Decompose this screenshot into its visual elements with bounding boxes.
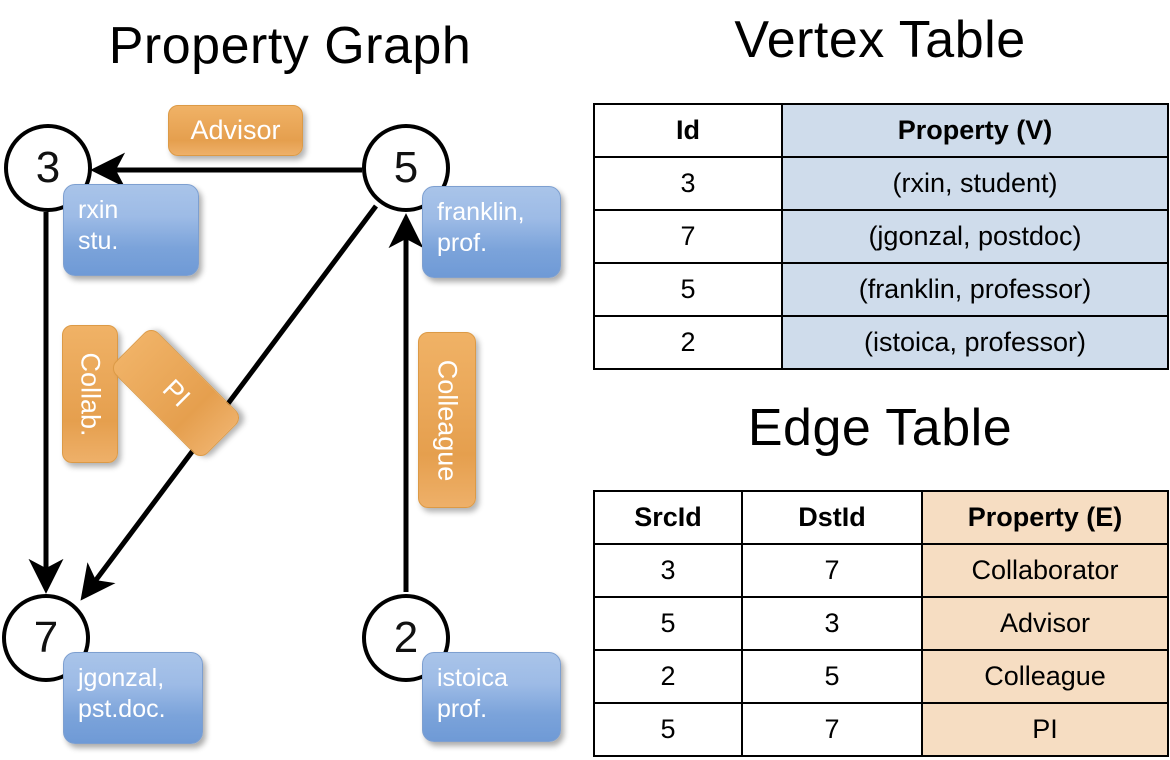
graph-edges-layer xyxy=(28,152,424,601)
edge-cell-property: Advisor xyxy=(921,596,1169,651)
node-property-line-2: prof. xyxy=(437,228,488,257)
vertex-cell-id: 5 xyxy=(593,262,783,317)
edge-header-dstid: DstId xyxy=(741,490,923,545)
node-property-line-2: prof. xyxy=(437,694,488,723)
edge-cell-property: PI xyxy=(921,702,1169,757)
edge-cell-srcid: 5 xyxy=(593,596,743,651)
node-property-line-1: rxin xyxy=(78,196,119,224)
table-row: 3 7 Collaborator xyxy=(593,543,1169,598)
edge-label-advisor-text: Advisor xyxy=(190,115,281,145)
vertex-cell-property: (istoica, professor) xyxy=(781,315,1169,370)
page-title-vertex-table: Vertex Table xyxy=(734,11,1026,69)
edge-label-advisor: Advisor xyxy=(168,105,303,156)
edge-cell-srcid: 5 xyxy=(593,702,743,757)
vertex-cell-id: 7 xyxy=(593,209,783,264)
graph-node-2[interactable]: 2 xyxy=(362,594,450,682)
edge-header-property: Property (E) xyxy=(921,490,1169,545)
edge-cell-srcid: 2 xyxy=(593,649,743,704)
edge-header-srcid: SrcId xyxy=(593,490,743,545)
node-property-box-5: franklin, prof. xyxy=(422,186,561,278)
node-property-line-1: jgonzal, xyxy=(78,664,165,692)
table-row: 7 (jgonzal, postdoc) xyxy=(593,209,1169,264)
table-header-row: Id Property (V) xyxy=(593,103,1169,158)
edge-label-collab-text: Collab. xyxy=(75,351,106,437)
edge-cell-dstid: 7 xyxy=(741,702,923,757)
edge-cell-dstid: 7 xyxy=(741,543,923,598)
node-property-box-2: istoica prof. xyxy=(422,652,561,742)
edge-cell-srcid: 3 xyxy=(593,543,743,598)
edge-5-to-7 xyxy=(80,204,379,601)
graph-node-5[interactable]: 5 xyxy=(362,124,450,212)
graph-node-7-label: 7 xyxy=(33,613,59,662)
table-header-row: SrcId DstId Property (E) xyxy=(593,490,1169,545)
node-property-line-1: istoica xyxy=(437,664,508,692)
node-property-box-7: jgonzal, pst.doc. xyxy=(63,652,203,744)
node-property-line-2: pst.doc. xyxy=(78,694,166,723)
table-row: 5 7 PI xyxy=(593,702,1169,757)
edge-label-collab: Collab. xyxy=(62,325,118,463)
edge-cell-dstid: 3 xyxy=(741,596,923,651)
table-row: 2 (istoica, professor) xyxy=(593,315,1169,370)
table-row: 5 (franklin, professor) xyxy=(593,262,1169,317)
edge-label-colleague-text: Colleague xyxy=(432,359,463,481)
table-row: 2 5 Colleague xyxy=(593,649,1169,704)
edge-table: SrcId DstId Property (E) 3 7 Collaborato… xyxy=(593,490,1169,757)
vertex-cell-property: (franklin, professor) xyxy=(781,262,1169,317)
graph-node-3-label: 3 xyxy=(35,143,61,192)
edge-label-colleague: Colleague xyxy=(418,332,476,508)
node-property-line-2: stu. xyxy=(78,226,119,255)
graph-node-5-label: 5 xyxy=(393,143,419,192)
page-title-property-graph: Property Graph xyxy=(108,17,472,75)
vertex-header-property: Property (V) xyxy=(781,103,1169,158)
edge-label-pi-text: PI xyxy=(156,373,196,413)
table-row: 5 3 Advisor xyxy=(593,596,1169,651)
vertex-header-id: Id xyxy=(593,103,783,158)
edge-cell-property: Colleague xyxy=(921,649,1169,704)
vertex-cell-property: (jgonzal, postdoc) xyxy=(781,209,1169,264)
vertex-cell-property: (rxin, student) xyxy=(781,156,1169,211)
table-row: 3 (rxin, student) xyxy=(593,156,1169,211)
edge-cell-property: Collaborator xyxy=(921,543,1169,598)
node-property-box-3: rxin stu. xyxy=(63,184,199,276)
vertex-cell-id: 2 xyxy=(593,315,783,370)
vertex-table: Id Property (V) 3 (rxin, student) 7 (jgo… xyxy=(593,103,1169,370)
vertex-cell-id: 3 xyxy=(593,156,783,211)
edge-cell-dstid: 5 xyxy=(741,649,923,704)
graph-node-2-label: 2 xyxy=(393,613,419,662)
node-property-line-1: franklin, xyxy=(437,198,525,226)
page-title-edge-table: Edge Table xyxy=(747,399,1013,457)
